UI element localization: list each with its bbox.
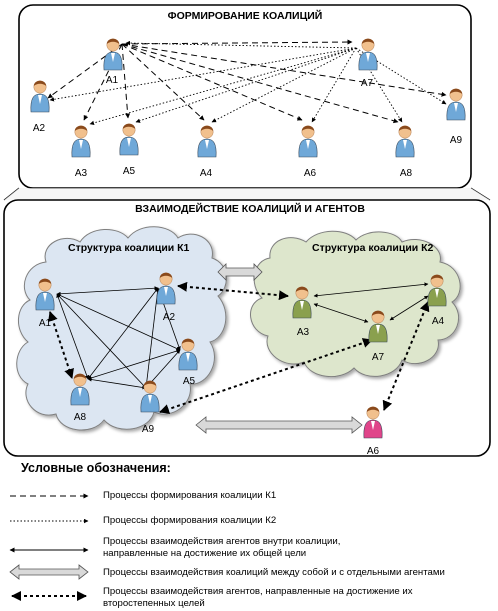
k1-formation-line-a9 xyxy=(121,43,447,97)
top-agent-a3 xyxy=(71,125,91,158)
k1-formation-line-a4 xyxy=(121,43,205,121)
k1-label-a1: A1 xyxy=(38,318,52,329)
standalone-agent-a6 xyxy=(363,406,383,439)
top-label-a6: A6 xyxy=(303,168,317,179)
top-agent-a5 xyxy=(119,123,139,156)
legend-sample-block xyxy=(9,564,89,580)
k2-formation-line-a1 xyxy=(125,40,357,49)
block-arrow-k1-a6 xyxy=(195,416,363,434)
top-agent-a2 xyxy=(30,80,50,113)
k1-formation-line-a8 xyxy=(121,43,399,124)
top-label-a9: A9 xyxy=(449,135,463,146)
top-label-a4: A4 xyxy=(199,168,213,179)
k2-label-a3: A3 xyxy=(296,327,310,338)
k1-label-a5: A5 xyxy=(182,376,196,387)
coalition-k2-title: Структура коалиции К2 xyxy=(312,242,434,254)
k2-line-a3-a7 xyxy=(313,303,369,323)
legend-text-block: Процессы взаимодействия коалиций между с… xyxy=(103,567,445,578)
k1-formation-line-a6 xyxy=(121,43,303,121)
top-label-a2: A2 xyxy=(32,123,46,134)
k1-label-a9: A9 xyxy=(141,424,155,435)
k2-formation-line-a5 xyxy=(135,47,357,123)
k2-formation-line-a6 xyxy=(311,47,357,123)
top-label-a8: A8 xyxy=(399,168,413,179)
k1-line-a8-a9 xyxy=(87,377,147,390)
k2-label-a4: A4 xyxy=(431,316,445,327)
top-label-a1: A1 xyxy=(105,75,119,86)
k1-label-a2: A2 xyxy=(162,312,176,323)
k2-agent-a3 xyxy=(292,286,312,319)
k1-formation-line-a7 xyxy=(121,39,353,45)
legend-title: Условные обозначения: xyxy=(21,461,171,475)
top-agent-a8 xyxy=(395,125,415,158)
panel-connector-shade xyxy=(4,188,490,200)
k2-label-a7: A7 xyxy=(371,352,385,363)
k2-line-a3-a4 xyxy=(313,282,429,298)
bottom-panel-frame xyxy=(3,199,491,457)
legend-text-solid: Процессы взаимодействия агентов внутри к… xyxy=(103,536,341,559)
block-arrow-k1-k2 xyxy=(217,263,263,281)
k1-label-a8: A8 xyxy=(73,412,87,423)
k2-formation-line-a3 xyxy=(89,47,357,126)
legend-text-dashed: Процессы формирования коалиции К1 xyxy=(103,490,277,501)
k1-agent-a5 xyxy=(178,338,198,371)
top-agent-a4 xyxy=(197,125,217,158)
top-label-a3: A3 xyxy=(74,168,88,179)
k1-agent-a2 xyxy=(156,272,176,305)
legend-text-dotted: Процессы формирования коалиции К2 xyxy=(103,515,277,526)
coalition-k1-title: Структура коалиции К1 xyxy=(68,242,190,254)
top-label-a7: A7 xyxy=(360,78,374,89)
secondary-line-k2a4-a6 xyxy=(382,301,430,411)
top-agent-a7 xyxy=(358,38,378,71)
legend-samples xyxy=(9,493,89,601)
secondary-line-k1a9-k2a7 xyxy=(159,338,373,414)
k1-agent-a9 xyxy=(140,380,160,413)
k2-formation-line-a2 xyxy=(49,47,357,102)
k1-formation-line-a5 xyxy=(121,43,131,119)
top-agent-a1 xyxy=(103,38,123,71)
top-agent-a6 xyxy=(298,125,318,158)
top-label-a5: A5 xyxy=(122,166,136,177)
k1-agent-a1 xyxy=(35,278,55,311)
k2-agent-a7 xyxy=(368,310,388,343)
bottom-panel-title: ВЗАИМОДЕЙСТВИЕ КОАЛИЦИЙ И АГЕНТОВ xyxy=(135,203,365,215)
k2-agent-a4 xyxy=(427,274,447,307)
top-panel-title: ФОРМИРОВАНИЕ КОАЛИЦИЙ xyxy=(167,10,323,22)
top-panel-frame xyxy=(18,4,472,189)
top-agent-a9 xyxy=(446,88,466,121)
k1-agent-a8 xyxy=(70,373,90,406)
legend-text-bold-dotted: Процессы взаимодействия агентов, направл… xyxy=(103,586,413,609)
secondary-line-k1a2-k2a3 xyxy=(177,281,289,301)
standalone-label-a6: A6 xyxy=(366,446,380,457)
secondary-goal-lines xyxy=(48,281,430,414)
k2-formation-line-a4 xyxy=(211,47,357,123)
